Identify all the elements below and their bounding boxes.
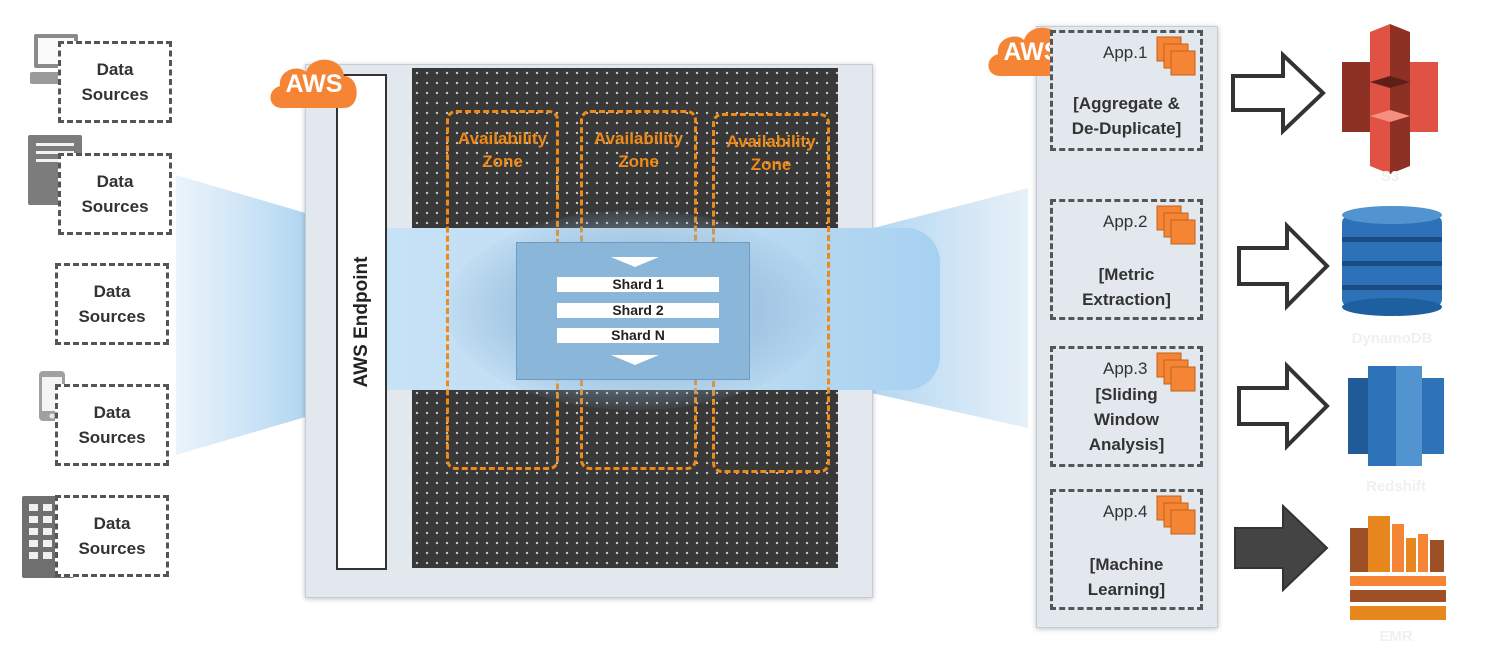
emr-icon [1346, 510, 1450, 630]
availability-zone-label: Availability Zone [457, 129, 548, 171]
dynamodb-icon [1338, 205, 1446, 317]
data-source-box: Data Sources [55, 384, 169, 466]
app-copies-icon [1156, 36, 1196, 76]
availability-zone-label: Availability Zone [726, 132, 816, 174]
aws-cloud-label: AWS [285, 70, 343, 98]
shard-label: Shard N [557, 328, 719, 343]
aws-endpoint: AWS Endpoint [336, 74, 387, 570]
service-label: EMR [1379, 628, 1413, 645]
app-copies-icon [1156, 352, 1196, 392]
service-label: Redshift [1366, 478, 1426, 495]
filled-arrow-icon [1234, 503, 1329, 593]
data-source-box: Data Sources [55, 495, 169, 577]
aws-cloud-icon: AWS [264, 50, 364, 114]
stream-down-arrow-icon [611, 355, 659, 365]
aws-endpoint-label: AWS Endpoint [350, 256, 372, 388]
app-copies-icon [1156, 495, 1196, 535]
app-copies-icon [1156, 205, 1196, 245]
stream-down-arrow-icon [611, 257, 659, 267]
app-box: App.4 [Machine Learning] [1050, 489, 1203, 610]
app-number: App.1 [1103, 43, 1148, 62]
app-number: App.2 [1103, 212, 1148, 231]
outline-arrow-icon [1237, 361, 1330, 451]
app-title: [Sliding Window Analysis] [1088, 385, 1165, 454]
data-source-box: Data Sources [55, 263, 169, 345]
app-number: App.3 [1103, 359, 1148, 378]
data-source-box: Data Sources [58, 41, 172, 123]
availability-zone-label: Availability Zone [593, 129, 684, 171]
redshift-icon [1346, 360, 1446, 472]
outline-arrow-icon [1237, 221, 1330, 311]
app-box: App.3 [Sliding Window Analysis] [1050, 346, 1203, 467]
kinesis-stream-box: Shard 1 Shard 2 Shard N [516, 242, 750, 380]
output-arrows [1231, 50, 1330, 593]
service-label: S3 [1380, 168, 1400, 185]
app-title: [Metric Extraction] [1082, 265, 1171, 309]
s3-bucket-icon [1340, 24, 1440, 174]
shard-label: Shard 2 [557, 303, 719, 318]
app-title: [Machine Learning] [1087, 555, 1166, 599]
data-source-box: Data Sources [58, 153, 172, 235]
shard-label: Shard 1 [557, 277, 719, 292]
app-number: App.4 [1103, 502, 1148, 521]
app-title: [Aggregate & De-Duplicate] [1071, 94, 1182, 138]
service-label: DynamoDB [1351, 330, 1433, 347]
outline-arrow-icon [1231, 50, 1326, 136]
